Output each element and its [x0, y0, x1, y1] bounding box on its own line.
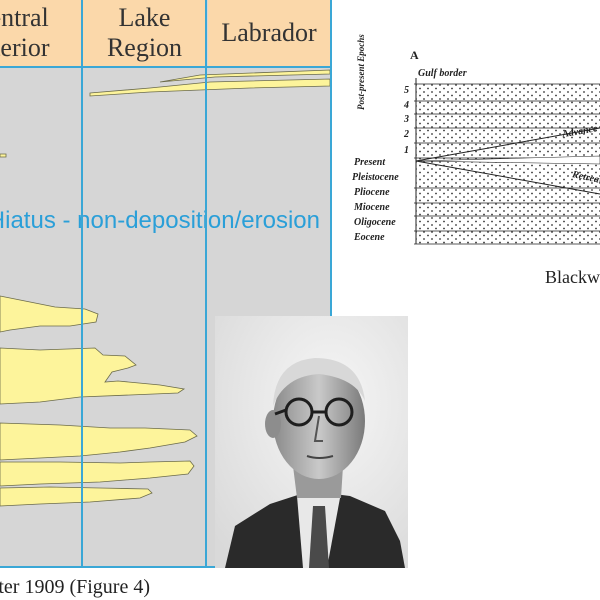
- left-caption-text: Barrell after 1909 (Figure 4): [0, 576, 150, 598]
- diagram-graphic: [414, 78, 600, 245]
- epoch-pliocene: Pliocene: [354, 187, 390, 198]
- header-central-interior: Central Interior: [0, 0, 81, 66]
- header-labrador-text: Labrador: [221, 18, 317, 47]
- epoch-eocene: Eocene: [354, 232, 385, 243]
- header-lake-region: Lake Region: [83, 0, 206, 66]
- chart-bottom-line: [0, 566, 332, 568]
- epoch-present: Present: [354, 157, 386, 168]
- deposit-wedge-3: [0, 422, 198, 461]
- gulf-border-label: Gulf border: [418, 68, 467, 79]
- deposit-wedge-2: [0, 347, 186, 405]
- axis-title: Post-present Epochs: [356, 34, 366, 110]
- diagram-caption-text: Blackwelder 1909: [545, 267, 600, 287]
- header-central-interior-line2: Interior: [0, 33, 50, 62]
- deposit-lens-upper-1: [89, 78, 331, 97]
- dotted-field: [416, 84, 600, 244]
- tick-2: 2: [404, 129, 409, 140]
- grid-line-2: [205, 0, 207, 568]
- header-lake-region-line1: Lake: [118, 3, 171, 32]
- tick-4: 4: [404, 100, 409, 111]
- deposit-shapes: [0, 69, 331, 507]
- portrait-photo: [215, 316, 408, 568]
- header-labrador: Labrador: [208, 0, 330, 66]
- retreat-line: [415, 160, 600, 195]
- portrait-icon: [215, 316, 408, 568]
- deposit-wedge-5: [0, 486, 153, 507]
- rules: [414, 83, 600, 245]
- deposit-wedge-1: [0, 295, 99, 333]
- epoch-oligocene: Oligocene: [354, 217, 396, 228]
- diagram-caption: Blackwelder 1909: [545, 267, 600, 288]
- deposit-wedge-4: [0, 460, 195, 487]
- deposit-tick: [0, 153, 7, 158]
- epoch-miocene: Miocene: [354, 202, 390, 213]
- advance-line: [415, 127, 600, 162]
- header-underline: [0, 66, 332, 68]
- grid-line-1: [81, 0, 83, 568]
- panel-label: A: [410, 48, 419, 62]
- epoch-pleistocene: Pleistocene: [352, 172, 399, 183]
- tick-5: 5: [404, 85, 409, 96]
- header-lake-region-line2: Region: [106, 33, 183, 62]
- grid-line-3: [330, 0, 332, 568]
- blackwelder-diagram: A Gulf border Post-present Epochs 5 4 3 …: [350, 34, 600, 248]
- left-caption: Barrell after 1909 (Figure 4): [0, 576, 150, 599]
- strat-chart: Central Interior Lake Region Labrador Hi…: [0, 0, 332, 568]
- tick-3: 3: [404, 114, 409, 125]
- header-central-interior-line1: Central: [0, 3, 49, 32]
- hiatus-label: Hiatus - non-deposition/erosion: [0, 207, 320, 234]
- present-wedge: [415, 155, 600, 165]
- tick-1: 1: [404, 145, 409, 156]
